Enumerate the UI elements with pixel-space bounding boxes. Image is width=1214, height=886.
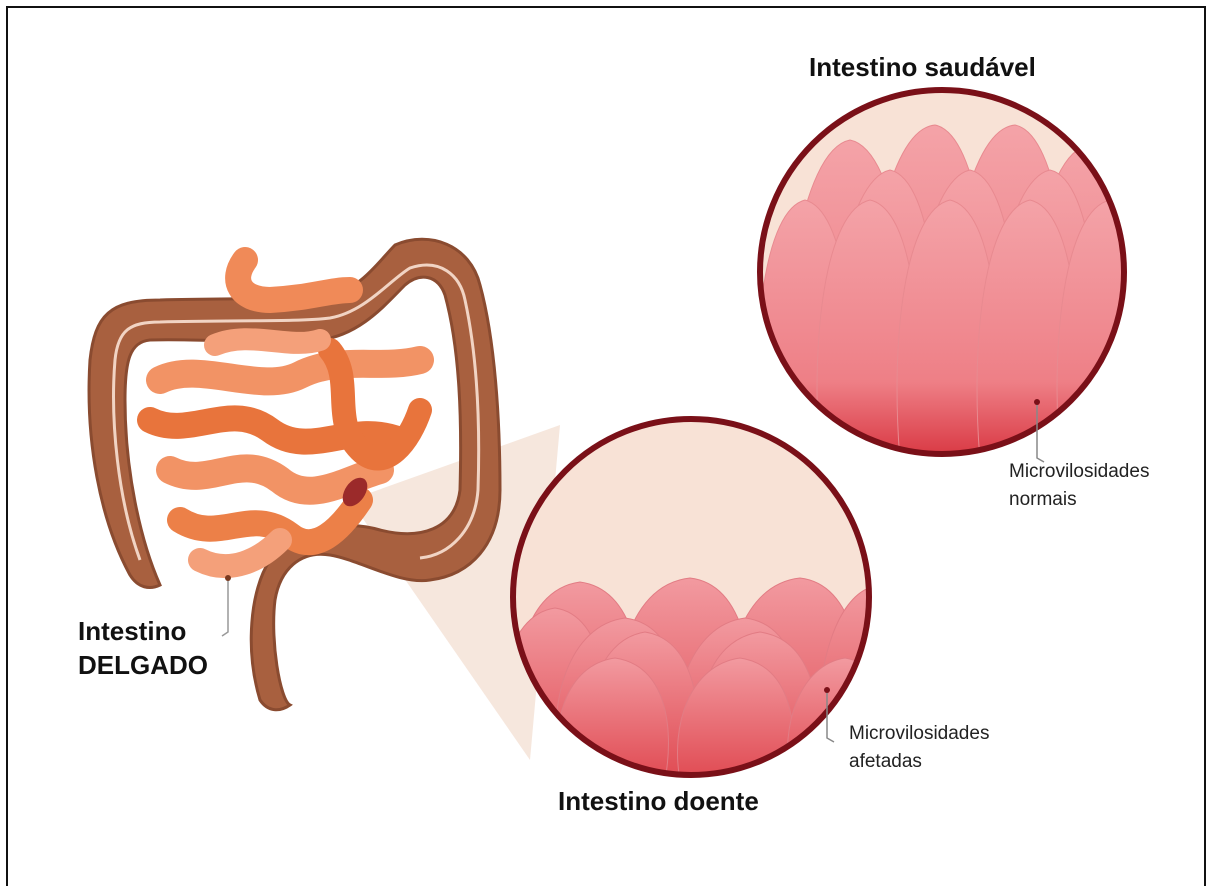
normal-villi-line1: Microvilosidades [1009,458,1149,486]
organ-leader-line [222,578,228,636]
organ-label-line1: Intestino [78,614,208,648]
affected-leader-dot [824,687,830,693]
sick-title: Intestino doente [558,786,759,817]
affected-villi-label: Microvilosidades afetadas [849,720,989,776]
organ-leader-dot [225,575,231,581]
organ-label-line2: DELGADO [78,648,208,682]
normal-villi-line2: normais [1009,486,1149,514]
affected-villi-line1: Microvilosidades [849,720,989,748]
affected-villi-line2: afetadas [849,748,989,776]
organ-label: Intestino DELGADO [78,614,208,682]
normal-villi-label: Microvilosidades normais [1009,458,1149,514]
healthy-title: Intestino saudável [809,52,1036,83]
healthy-circle [757,90,1154,460]
normal-leader-dot [1034,399,1040,405]
